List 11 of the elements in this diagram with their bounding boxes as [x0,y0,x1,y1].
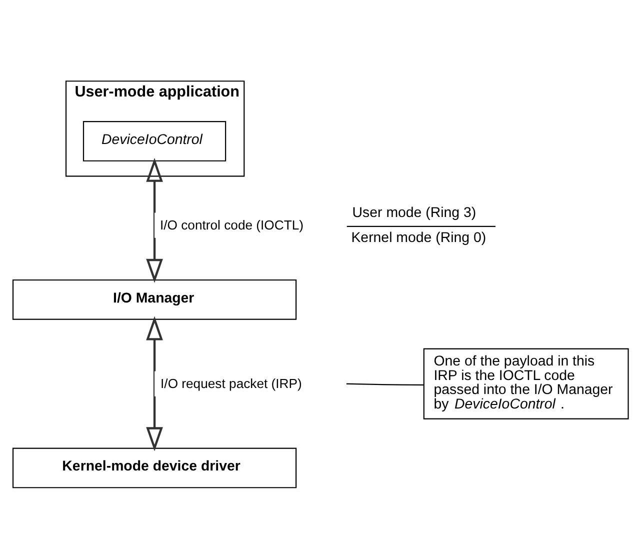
node-box: DeviceIoControl [82,121,226,162]
connector [346,383,424,386]
edge-label: I/O control code (IOCTL) [160,217,304,232]
node-box: Kernel-mode device driver [12,448,297,488]
node-box: One of the payload in this IRP is the IOCTL code passed into the I/O Manager by DeviceIoControl. [423,348,629,420]
arrow [146,316,163,452]
arrow [146,158,163,283]
edge-label: I/O request packet (IRP) [160,376,302,391]
node-box: I/O Manager [12,279,297,320]
label: User mode (Ring 3) [352,205,476,222]
label: Kernel mode (Ring 0) [351,230,486,246]
